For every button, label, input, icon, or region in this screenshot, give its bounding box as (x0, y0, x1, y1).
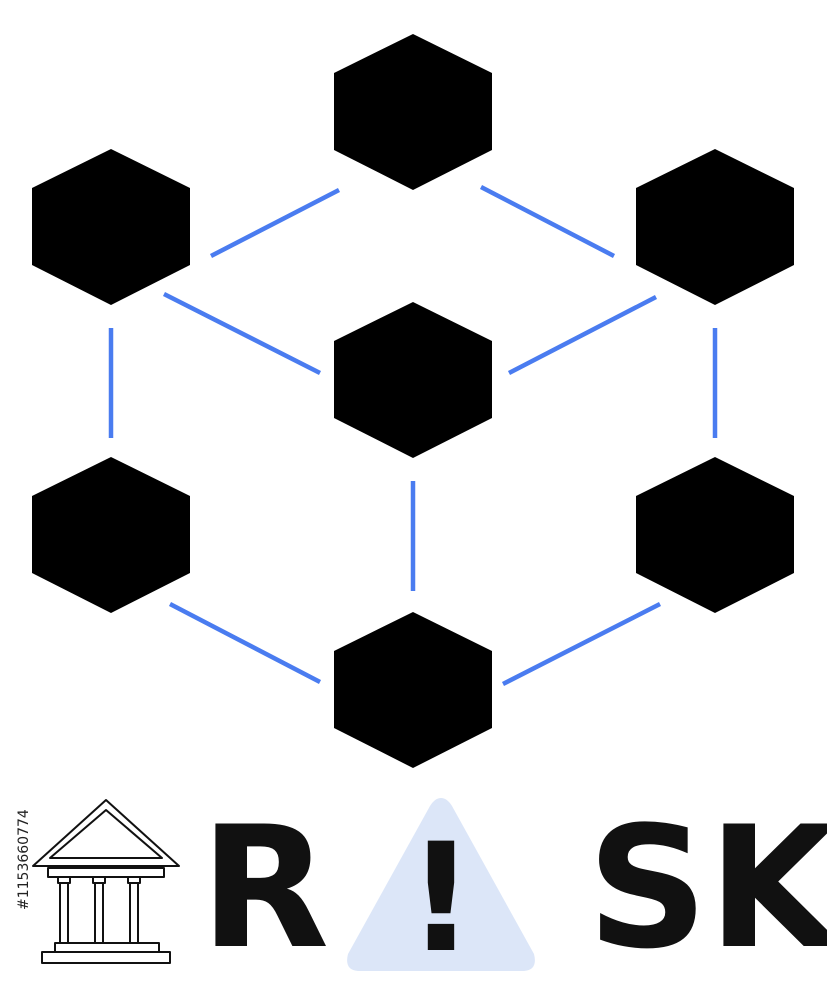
warning-exclamation: ! (407, 812, 475, 986)
cube-icon (334, 612, 492, 768)
word-letter-r: R (200, 790, 329, 986)
link-bottomleft-bottom (168, 602, 322, 684)
cube-icon (334, 34, 492, 190)
warning-triangle-icon (347, 798, 535, 971)
cube-icon (334, 302, 492, 458)
bank-building-icon (32, 799, 180, 964)
link-right-center (507, 295, 658, 375)
link-bottomright-bottom (501, 601, 662, 687)
network-nodes (32, 34, 794, 768)
network-links (108, 185, 718, 687)
link-left-center (162, 291, 322, 376)
cube-icon (32, 149, 190, 305)
word-letters-sk: SK (587, 790, 827, 986)
cube-icon (636, 149, 794, 305)
link-top-right (479, 185, 616, 258)
stock-id-watermark: #1153660774 (16, 809, 32, 910)
cube-icon (32, 457, 190, 613)
link-left-top (209, 188, 341, 258)
cube-icon (636, 457, 794, 613)
